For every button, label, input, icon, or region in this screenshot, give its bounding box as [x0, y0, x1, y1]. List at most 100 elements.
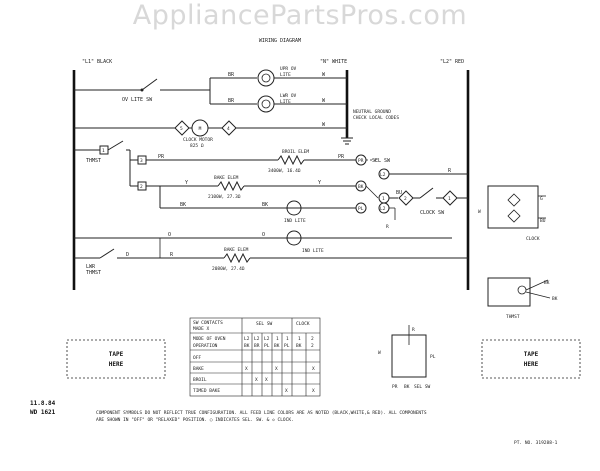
diagram-title: WIRING DIAGRAM: [259, 38, 301, 44]
sel-sw-sketch-label: SEL SW: [414, 384, 431, 390]
lwr-lite-label-2: LITE: [280, 99, 291, 105]
sel-col-2: L2: [254, 336, 260, 342]
sel-sw-terminal-bk-label: BK: [358, 184, 364, 190]
part-number: PT. NO. 319288-1: [514, 440, 558, 446]
sel-sw-sketch-w: W: [378, 350, 381, 356]
clock-col2-2: 2: [311, 343, 314, 349]
sel-sw-sketch-pr: PR: [392, 384, 398, 390]
rail-label-l2: "L2" RED: [440, 59, 464, 65]
clock-motor-label-2: 825 Ω: [190, 143, 204, 149]
wire-label-d: D: [126, 252, 129, 258]
neutral-ground-label-2: CHECK LOCAL CODES: [353, 115, 399, 121]
clock-sketch-diamond-2: [507, 209, 521, 223]
thmst-sketch-knob: [517, 285, 527, 295]
table-mark-bake-4: X: [275, 366, 278, 372]
clock-sketch-box: [487, 185, 539, 229]
neutral-ground-label-1: NEUTRAL GROUND: [353, 109, 391, 115]
sel-sw-sketch-r: R: [412, 327, 415, 333]
clock-sketch-w: W: [478, 209, 481, 215]
lwr-thmst-blade: [99, 248, 115, 259]
table-header-mode-1: MODE OF OVEN: [193, 336, 226, 342]
switch-contacts-table: [189, 317, 321, 397]
broil-elem-label-1: BROIL ELEM: [282, 149, 309, 155]
table-header-sel: SEL SW: [256, 321, 273, 327]
wire-label-w-1: W: [322, 72, 326, 78]
sel-col2-2: BR: [254, 343, 260, 349]
bake-element-upper-resistor: [217, 180, 245, 192]
table-row-off: OFF: [193, 355, 201, 361]
upr-lite-label-1: UPR OV: [280, 66, 297, 72]
sel-col-5: 1: [286, 336, 289, 342]
thmst-sketch-box: [487, 277, 531, 307]
thmst-terminal-2-label: 2: [140, 184, 143, 190]
tape-here-right-1: TAPE: [524, 351, 539, 358]
sel-sw-terminal-pr-label: PR: [358, 158, 364, 164]
clock-terminal-5-label: 5: [180, 126, 183, 132]
table-mark-bake-7: X: [312, 366, 315, 372]
table-row-broil: BROIL: [193, 377, 207, 383]
clock-terminal-4-label: 4: [227, 126, 230, 132]
wire-label-bu: BU: [396, 190, 402, 196]
thmst-sketch-bk-2: BK: [552, 296, 558, 302]
wire-label-o-2: O: [262, 232, 265, 238]
table-header-mode-2: OPERATION: [193, 343, 218, 349]
table-mark-bake-1: X: [245, 366, 248, 372]
table-header-sw-1: SW CONTACTS: [193, 320, 223, 326]
clock-sketch-diamond-1: [507, 193, 521, 207]
table-row-bake: BAKE: [193, 366, 204, 372]
sel-sw-terminal-pl: [355, 202, 367, 214]
sel-col-4: 1: [276, 336, 279, 342]
sel-col2-5: PL: [284, 343, 290, 349]
wire-label-r-1: R: [448, 168, 452, 174]
lwr-lite-label-1: LWR OV: [280, 93, 297, 99]
tape-here-left-2: HERE: [109, 361, 124, 368]
ov-lite-switch-blade: [141, 78, 158, 91]
watermark: AppliancePartsPros.com: [133, 0, 467, 31]
wire-label-bk-2: BK: [262, 202, 268, 208]
sel-col2-1: BK: [244, 343, 250, 349]
wire-label-pr-2: PR: [338, 154, 345, 160]
wire-label-r-3: R: [170, 252, 174, 258]
clock-sw-blade: [419, 187, 434, 199]
wire-label-y-1: Y: [185, 180, 188, 186]
clock-col-2: 2: [311, 336, 314, 342]
lwr-thmst-label-1: LWR: [86, 264, 96, 270]
clock-sketch-g: G: [540, 196, 543, 202]
lwr-thmst-label-2: THMST: [86, 270, 101, 276]
sel-sw-terminal-pl-label: PL: [358, 206, 364, 212]
date-code-1: 11.8.84: [30, 400, 56, 407]
table-mark-timed-7: X: [312, 388, 315, 394]
table-header-sw-2: MADE X: [193, 326, 210, 332]
date-code-2: WD 1621: [30, 409, 56, 416]
tape-here-left-box: [66, 339, 166, 379]
lwr-lite-bulb: [257, 95, 275, 113]
thmst-terminal-1-label: 1: [102, 148, 105, 154]
sel-sw-terminal-l2-b-label: L2: [380, 206, 386, 212]
ind-lite-upper-bulb: [286, 200, 302, 216]
lwr-lite-filament: [261, 99, 271, 109]
footer-note-1: COMPONENT SYMBOLS DO NOT REFLECT TRUE CO…: [96, 410, 427, 416]
upr-lite-filament: [261, 73, 271, 83]
thmst-label: THMST: [86, 158, 101, 164]
thmst-terminal-3-label: 3: [140, 158, 143, 164]
thmst-switch-blade: [107, 140, 124, 151]
clock-col-1: 1: [298, 336, 301, 342]
bake-element-lower-resistor: [223, 252, 251, 264]
sel-sw-sketch-pl: PL: [430, 354, 436, 360]
rail-label-l1: "L1" BLACK: [82, 59, 112, 65]
thmst-sketch-lead-1: [525, 279, 549, 291]
footer-note-2: ARE SHOWN IN "OFF" OR "RELAXED" POSITION…: [96, 417, 294, 423]
sel-sw-label: SEL SW: [372, 158, 391, 164]
ov-lite-switch-pivot: [140, 88, 144, 92]
table-mark-timed-5: X: [285, 388, 288, 394]
bake-elem-upper-label-1: BAKE ELEM: [214, 175, 239, 181]
wire-label-w-2: W: [322, 98, 326, 104]
wire-label-y-2: Y: [318, 180, 321, 186]
clock-motor-label-1: CLOCK MOTOR: [183, 137, 213, 143]
sel-col2-4: BK: [274, 343, 280, 349]
ind-lite-lower-bulb: [286, 230, 302, 246]
wire-label-pr-1: PR: [158, 154, 165, 160]
ind-lite-upper-label: IND LITE: [284, 218, 306, 224]
